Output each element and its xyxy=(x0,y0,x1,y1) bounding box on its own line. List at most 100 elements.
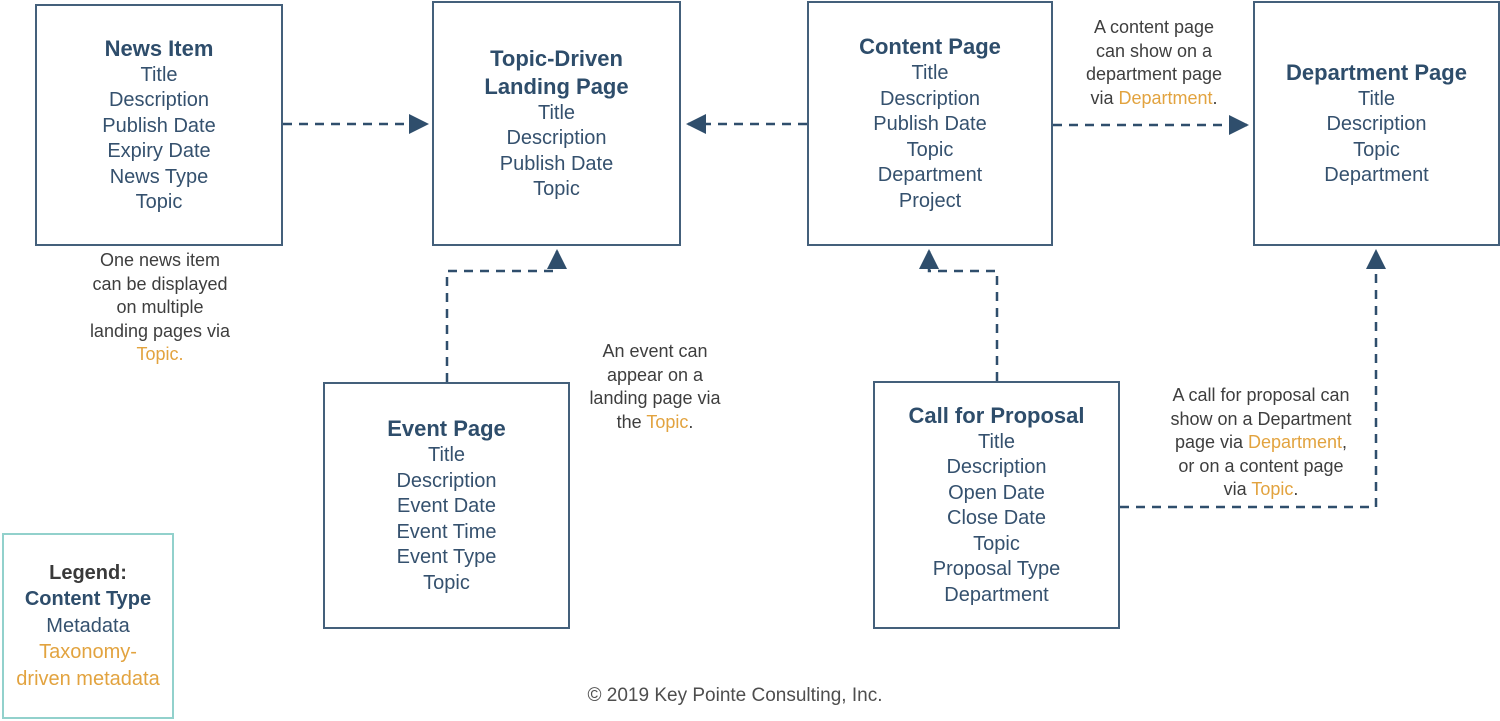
legend-taxonomy-label-line2: driven metadata xyxy=(16,667,160,690)
landing-page-field: Title xyxy=(537,101,576,124)
connector-event-to-landing xyxy=(445,249,567,382)
annotation-text: landing page via xyxy=(589,388,721,408)
call-for-proposal-field-taxonomy: Department xyxy=(944,583,1049,606)
news-item-title: News Item xyxy=(104,35,214,61)
annotation-text: or on a content page xyxy=(1178,455,1344,476)
event-page-field-taxonomy: Event Type xyxy=(396,546,497,568)
annotation-line: the Topic. xyxy=(545,411,765,435)
annotation-line: via Topic. xyxy=(1125,478,1397,502)
legend-title: Legend: xyxy=(49,561,127,584)
event-page-field: Title xyxy=(427,444,466,466)
annotation-line: A call for proposal can xyxy=(1125,384,1397,408)
content-page-field: Title xyxy=(911,62,949,84)
annotation-content-to-department: A content page can show on a department … xyxy=(1056,16,1252,110)
annotation-text: One news item xyxy=(99,250,221,270)
annotation-line: page via Department, xyxy=(1125,431,1397,455)
annotation-text: department page xyxy=(1085,64,1223,84)
department-page-field-taxonomy: Topic xyxy=(1353,138,1400,161)
content-page-field: Description xyxy=(879,87,981,110)
annotation-text: A call for proposal can xyxy=(1172,385,1350,405)
annotation-text: can show on a xyxy=(1095,40,1213,61)
news-item-field-taxonomy: Topic xyxy=(135,191,183,213)
call-for-proposal-field: Open Date xyxy=(948,481,1045,504)
annotation-text: page via xyxy=(1174,432,1248,452)
event-page-field: Event Time xyxy=(396,520,497,543)
landing-page-field: Description xyxy=(506,127,607,149)
annotation-text: the xyxy=(616,411,647,432)
legend-taxonomy-label-line1: Taxonomy- xyxy=(39,641,137,664)
legend-box: Legend: Content Type Metadata Taxonomy- … xyxy=(2,533,174,719)
entity-box-news-item: News Item Title Description Publish Date… xyxy=(35,4,283,246)
call-for-proposal-field: Close Date xyxy=(947,507,1046,530)
entity-box-content-page: Content Page Title Description Publish D… xyxy=(807,1,1053,246)
event-page-field-taxonomy: Topic xyxy=(423,571,470,594)
news-item-field: Description xyxy=(108,89,210,111)
call-for-proposal-field-taxonomy: Topic xyxy=(973,532,1020,555)
annotation-line: appear on a xyxy=(545,364,765,388)
annotation-line: landing pages via xyxy=(48,320,272,344)
content-page-field-taxonomy: Project xyxy=(898,189,962,212)
annotation-line: A content page xyxy=(1056,16,1252,40)
news-item-field: Title xyxy=(140,63,178,86)
annotation-text: landing pages via xyxy=(89,320,231,341)
annotation-line: department page xyxy=(1056,63,1252,87)
event-page-field: Event Date xyxy=(397,495,496,517)
annotation-line: can be displayed xyxy=(48,273,272,297)
annotation-text: . xyxy=(688,411,694,432)
landing-page-field-taxonomy: Topic xyxy=(533,178,580,200)
annotation-text: . xyxy=(1212,87,1218,108)
annotation-news-to-landing: One news item can be displayed on multip… xyxy=(48,249,272,367)
annotation-text: can be displayed xyxy=(92,273,228,294)
annotation-text: . xyxy=(1293,479,1299,499)
event-page-title: Event Page xyxy=(387,416,506,441)
annotation-text: via xyxy=(1090,87,1119,108)
annotation-text-taxonomy: Topic. xyxy=(136,344,184,364)
event-page-field: Description xyxy=(396,469,497,492)
landing-page-field: Publish Date xyxy=(499,152,614,175)
call-for-proposal-field: Description xyxy=(946,456,1047,479)
annotation-line: One news item xyxy=(48,249,272,273)
annotation-text: via xyxy=(1223,479,1252,499)
department-page-field: Title xyxy=(1357,87,1396,110)
annotation-line: on multiple xyxy=(48,296,272,320)
annotation-line: An event can xyxy=(545,340,765,364)
annotation-text-taxonomy: Topic xyxy=(1251,479,1294,499)
content-page-field: Publish Date xyxy=(873,113,987,135)
annotation-line: or on a content page xyxy=(1125,455,1397,479)
landing-page-title-line1: Topic-Driven xyxy=(490,45,623,71)
annotation-proposal-to-pages: A call for proposal can show on a Depart… xyxy=(1125,384,1397,502)
news-item-field: Publish Date xyxy=(102,114,216,137)
annotation-text: appear on a xyxy=(606,364,704,385)
annotation-line: Topic. xyxy=(48,343,272,367)
department-page-title: Department Page xyxy=(1286,59,1467,85)
call-for-proposal-field: Title xyxy=(977,430,1016,453)
connector-proposal-to-content xyxy=(919,249,999,381)
entity-box-landing-page: Topic-Driven Landing Page Title Descript… xyxy=(432,1,681,246)
copyright-text: © 2019 Key Pointe Consulting, Inc. xyxy=(587,685,883,706)
entity-box-event-page: Event Page Title Description Event Date … xyxy=(323,382,570,629)
entity-box-call-for-proposal: Call for Proposal Title Description Open… xyxy=(873,381,1120,629)
content-page-field-taxonomy: Topic xyxy=(906,138,954,161)
annotation-event-to-landing: An event can appear on a landing page vi… xyxy=(545,340,765,434)
annotation-text-taxonomy: Department xyxy=(1118,87,1213,108)
content-page-field-taxonomy: Department xyxy=(877,164,983,186)
annotation-text: on multiple xyxy=(116,297,204,317)
annotation-text: An event can xyxy=(602,341,708,361)
news-item-field-taxonomy: News Type xyxy=(109,165,209,188)
news-item-field: Expiry Date xyxy=(107,140,211,162)
annotation-text: , xyxy=(1342,432,1348,452)
legend-metadata-label: Metadata xyxy=(46,614,130,637)
annotation-text: A content page xyxy=(1093,17,1215,37)
call-for-proposal-field-taxonomy: Proposal Type xyxy=(932,558,1061,581)
content-page-title: Content Page xyxy=(859,34,1001,59)
annotation-text: show on a Department xyxy=(1170,408,1352,429)
call-for-proposal-title: Call for Proposal xyxy=(908,402,1085,428)
legend-content-type-label: Content Type xyxy=(24,588,152,611)
annotation-text-taxonomy: Department xyxy=(1248,432,1343,452)
landing-page-title-line2: Landing Page xyxy=(484,73,629,99)
annotation-line: can show on a xyxy=(1056,40,1252,64)
annotation-line: show on a Department xyxy=(1125,408,1397,432)
annotation-line: via Department. xyxy=(1056,87,1252,111)
department-page-field: Description xyxy=(1326,113,1427,135)
